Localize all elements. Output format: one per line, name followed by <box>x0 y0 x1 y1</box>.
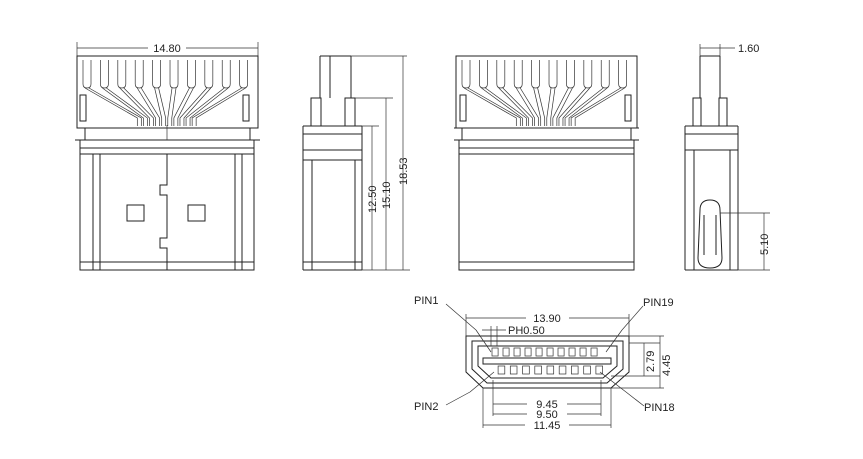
contact-pin <box>571 365 579 375</box>
end-dim-1-60: 1.60 <box>738 43 759 55</box>
solder-tail-lead <box>558 87 591 126</box>
side-dim-18-53: 18.53 <box>398 157 410 185</box>
solder-tail-lead <box>481 87 527 126</box>
contact-pin <box>546 365 555 375</box>
pin1-label: PIN1 <box>414 295 438 307</box>
solder-tail <box>583 60 593 89</box>
solder-tail-lead <box>191 87 246 126</box>
contact-pin <box>502 347 510 357</box>
solder-tail-lead <box>136 87 160 126</box>
top-view <box>454 55 639 271</box>
face-dim-13-90: 13.90 <box>533 313 561 325</box>
solder-tail <box>221 60 231 89</box>
contact-pin <box>491 347 499 357</box>
solder-tail-lead <box>119 87 154 126</box>
contact-pin <box>509 365 518 375</box>
solder-tail-lead <box>185 87 229 126</box>
solder-tail-lead <box>546 87 556 126</box>
solder-tail <box>134 60 144 89</box>
solder-tail <box>496 60 506 89</box>
pin-row-bottom <box>497 365 603 375</box>
mating-face-view: 13.90 PH0.50 2.79 4.45 9.45 9.50 11.45 P… <box>414 295 675 432</box>
contact-pin <box>513 347 521 357</box>
contact-pin <box>534 365 542 375</box>
solder-tails <box>461 60 627 126</box>
pin2-label: PIN2 <box>414 401 438 413</box>
face-dim-4-45: 4.45 <box>661 355 673 376</box>
solder-tail <box>513 60 523 89</box>
solder-tail-lead <box>463 87 521 126</box>
front-view: 14.80 <box>75 42 260 271</box>
contact-pin <box>558 365 567 375</box>
contact-pin <box>590 347 598 357</box>
front-width-dim: 14.80 <box>153 43 181 55</box>
contact-pin <box>546 347 554 357</box>
contact-pin <box>497 365 506 375</box>
solder-tail-lead <box>570 87 625 126</box>
face-dim-11-45: 11.45 <box>534 420 561 432</box>
solder-tail-lead <box>515 87 539 126</box>
face-dim-2-79: 2.79 <box>645 351 657 372</box>
solder-tail-lead <box>173 87 194 126</box>
solder-tail <box>152 60 161 89</box>
solder-tail-lead <box>552 87 573 126</box>
face-dim-9-50: 9.50 <box>536 409 557 421</box>
solder-tail <box>531 60 540 89</box>
solder-tail <box>600 60 610 89</box>
contact-pin <box>595 365 603 375</box>
solder-tail <box>100 60 109 89</box>
contact-pin <box>524 347 532 357</box>
solder-tail <box>548 60 558 89</box>
solder-tail-lead <box>564 87 608 126</box>
solder-tail <box>566 60 575 89</box>
contact-pin <box>568 347 576 357</box>
solder-tail-lead <box>102 87 148 126</box>
solder-tail-lead <box>498 87 533 126</box>
solder-tail-lead <box>533 87 546 126</box>
solder-tail <box>204 60 214 89</box>
solder-tails <box>82 60 248 126</box>
face-dim-9-45: 9.45 <box>536 399 557 411</box>
contact-pin <box>535 347 543 357</box>
contact-pin <box>522 365 530 375</box>
face-dim-pitch: PH0.50 <box>508 325 545 337</box>
solder-tail <box>169 60 179 89</box>
solder-tail-lead <box>154 87 167 126</box>
side-view: 12.50 15.10 18.53 <box>302 55 410 271</box>
solder-tail <box>239 60 248 89</box>
solder-tail <box>187 60 196 89</box>
solder-tail <box>82 60 92 89</box>
end-view: 1.60 5.10 <box>684 43 771 271</box>
pin-row-top <box>491 347 598 357</box>
contact-pin <box>579 347 587 357</box>
solder-tail <box>461 60 471 89</box>
side-dim-12-50: 12.50 <box>367 185 379 213</box>
solder-tail <box>117 60 127 89</box>
solder-tail-lead <box>84 87 142 126</box>
solder-tail <box>479 60 488 89</box>
pin18-label: PIN18 <box>644 402 675 414</box>
end-dim-5-10: 5.10 <box>759 234 771 255</box>
contact-pin <box>557 347 565 357</box>
solder-tail-lead <box>179 87 212 126</box>
side-dim-15-10: 15.10 <box>381 181 393 209</box>
solder-tail <box>618 60 627 89</box>
solder-tail-lead <box>167 87 177 126</box>
contact-pin <box>583 365 591 375</box>
pin19-label: PIN19 <box>643 297 674 309</box>
